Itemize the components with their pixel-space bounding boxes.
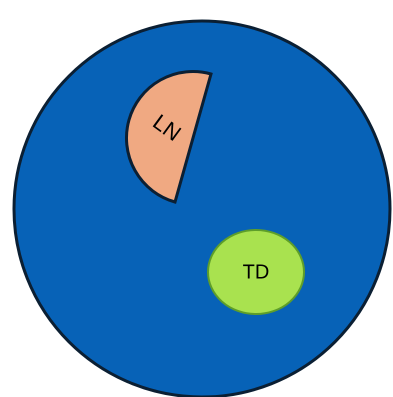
td-region [207, 229, 305, 315]
td-label: TD [243, 261, 270, 283]
ln-region [125, 70, 213, 204]
outer-circle [12, 19, 392, 397]
